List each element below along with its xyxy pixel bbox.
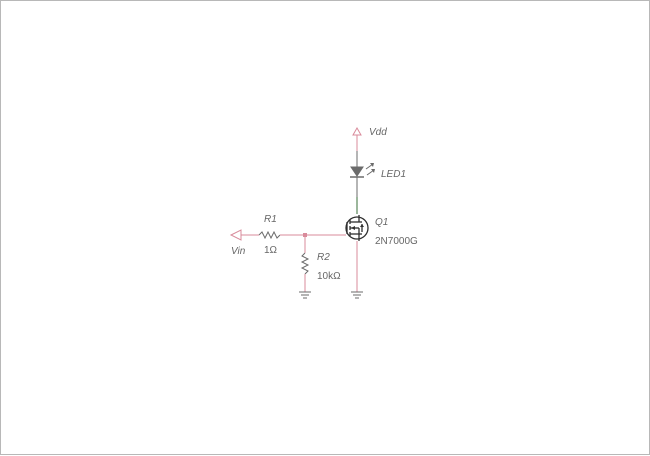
ground-symbol-r2[interactable] — [299, 291, 311, 299]
vin-input-symbol[interactable] — [229, 229, 259, 241]
q1-mosfet-symbol[interactable] — [345, 215, 369, 241]
r1-value-label: 1Ω — [264, 245, 278, 256]
junction-dot — [303, 233, 307, 237]
r1-resistor-symbol[interactable] — [258, 230, 281, 240]
r1-ref-label: R1 — [264, 214, 277, 225]
ground-symbol-q1[interactable] — [351, 291, 363, 299]
vdd-label: Vdd — [369, 127, 387, 138]
led1-symbol[interactable] — [350, 151, 375, 197]
led1-ref-label: LED1 — [381, 169, 406, 180]
q1-part-label: 2N7000G — [375, 236, 418, 247]
r2-resistor-symbol[interactable] — [300, 252, 310, 275]
r2-ref-label: R2 — [317, 252, 330, 263]
vdd-power-symbol[interactable] — [352, 126, 362, 151]
vin-label: Vin — [231, 246, 246, 257]
q1-ref-label: Q1 — [375, 217, 388, 228]
r2-value-label: 10kΩ — [317, 271, 341, 282]
